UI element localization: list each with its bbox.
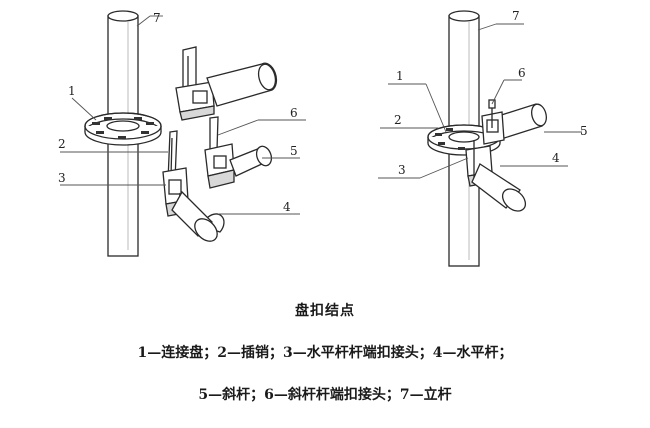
right-callout-3: 3 [398,163,406,177]
left-callout-2: 2 [58,137,66,151]
left-callout-4: 4 [283,200,291,214]
left-callout-3: 3 [58,171,66,185]
left-horizontal-bar [171,190,225,242]
left-callout-5: 5 [290,144,298,158]
right-horizontal-bar [471,163,527,212]
left-upper-connector [175,46,278,121]
right-diagonal-bar [491,103,547,141]
left-callout-6: 6 [290,106,298,120]
left-assembly [60,10,306,257]
left-diagonal-bar [229,145,273,177]
right-callout-6: 6 [518,66,526,80]
right-assembly [378,10,582,267]
right-callout-4: 4 [552,151,560,165]
left-callout-1: 1 [68,84,76,98]
legend-line-2: 5—斜杆；6—斜杆杆端扣接头；7—立杆 [198,387,452,403]
right-callout-7: 7 [512,9,520,23]
right-callout-2: 2 [394,113,402,127]
left-callout-7: 7 [153,11,161,25]
right-callout-1: 1 [396,69,404,83]
right-leader-lines [378,23,582,179]
right-callout-5: 5 [580,124,588,138]
left-connection-disc [84,112,162,146]
node-drawing: 7 1 2 3 6 5 4 [58,9,588,267]
figure-title: 盘扣结点 [295,303,355,319]
right-diagonal-coupler [481,99,505,145]
left-diagonal-coupler [204,116,235,189]
legend-line-1: 1—连接盘；2—插销；3—水平杆杆端扣接头；4—水平杆； [137,345,513,361]
left-leader-lines [60,15,306,215]
